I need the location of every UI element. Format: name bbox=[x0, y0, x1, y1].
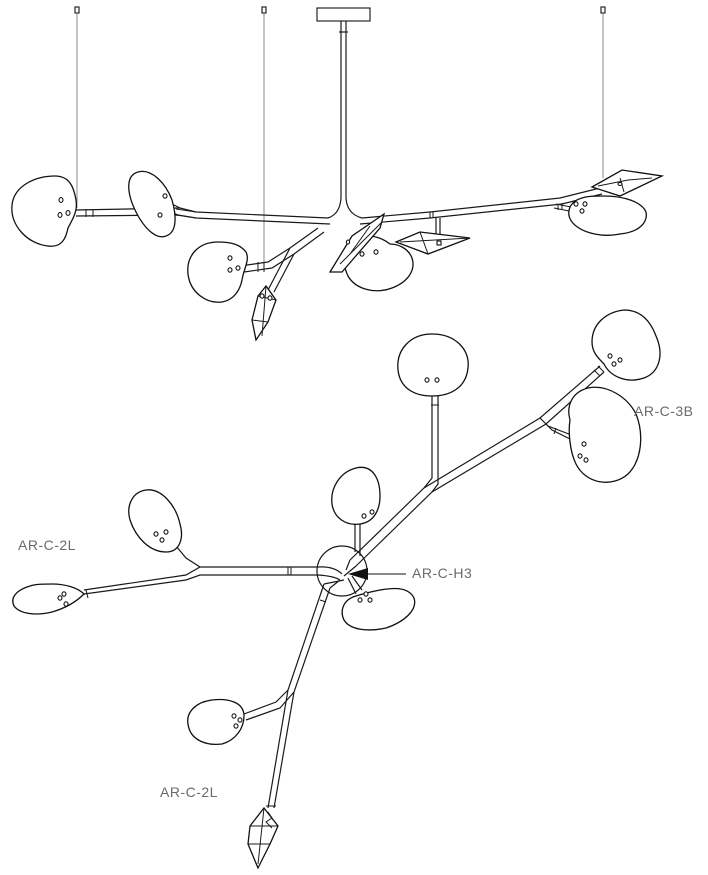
arm-3b-plan bbox=[349, 365, 605, 567]
shade-hub-plan bbox=[341, 587, 416, 631]
label-ar-c-2l-lower: AR-C-2L bbox=[160, 784, 218, 800]
arm-2l-lower-plan bbox=[243, 583, 331, 809]
label-ar-c-h3: AR-C-H3 bbox=[412, 565, 473, 581]
hub-plan bbox=[317, 559, 363, 595]
hub-side bbox=[327, 197, 363, 219]
shade-lower-left-plan bbox=[187, 698, 245, 746]
shade-upper-left-plan bbox=[128, 489, 183, 553]
left-arm-side bbox=[75, 200, 331, 225]
shade-lower-left-side bbox=[187, 241, 248, 303]
shade-top-plan bbox=[397, 333, 469, 397]
crystal-center-side bbox=[328, 212, 386, 273]
side-elevation-view bbox=[11, 6, 665, 342]
shade-left-tilted-side bbox=[128, 170, 176, 238]
shade-far-left-side bbox=[11, 175, 78, 247]
arrow-h3 bbox=[348, 568, 406, 580]
crystal-center-right-side bbox=[394, 231, 471, 255]
label-ar-c-2l-upper: AR-C-2L bbox=[18, 537, 76, 553]
right-arm-side bbox=[359, 187, 603, 235]
crystal-bottom-plan bbox=[247, 806, 279, 870]
arm-2l-upper-plan bbox=[83, 545, 318, 599]
shade-right-side bbox=[568, 195, 647, 236]
shade-top-right-plan bbox=[591, 309, 661, 381]
crystal-right-tip-side bbox=[590, 169, 665, 197]
crystal-lower-left-side bbox=[251, 284, 277, 342]
shade-left-plan bbox=[12, 583, 85, 615]
shade-right-plan bbox=[568, 386, 642, 483]
plan-view bbox=[12, 309, 661, 870]
label-ar-c-3b: AR-C-3B bbox=[634, 403, 694, 419]
shade-middle-plan bbox=[331, 466, 381, 525]
lower-left-branch-side bbox=[239, 227, 325, 293]
ceiling-canopy bbox=[316, 7, 371, 198]
